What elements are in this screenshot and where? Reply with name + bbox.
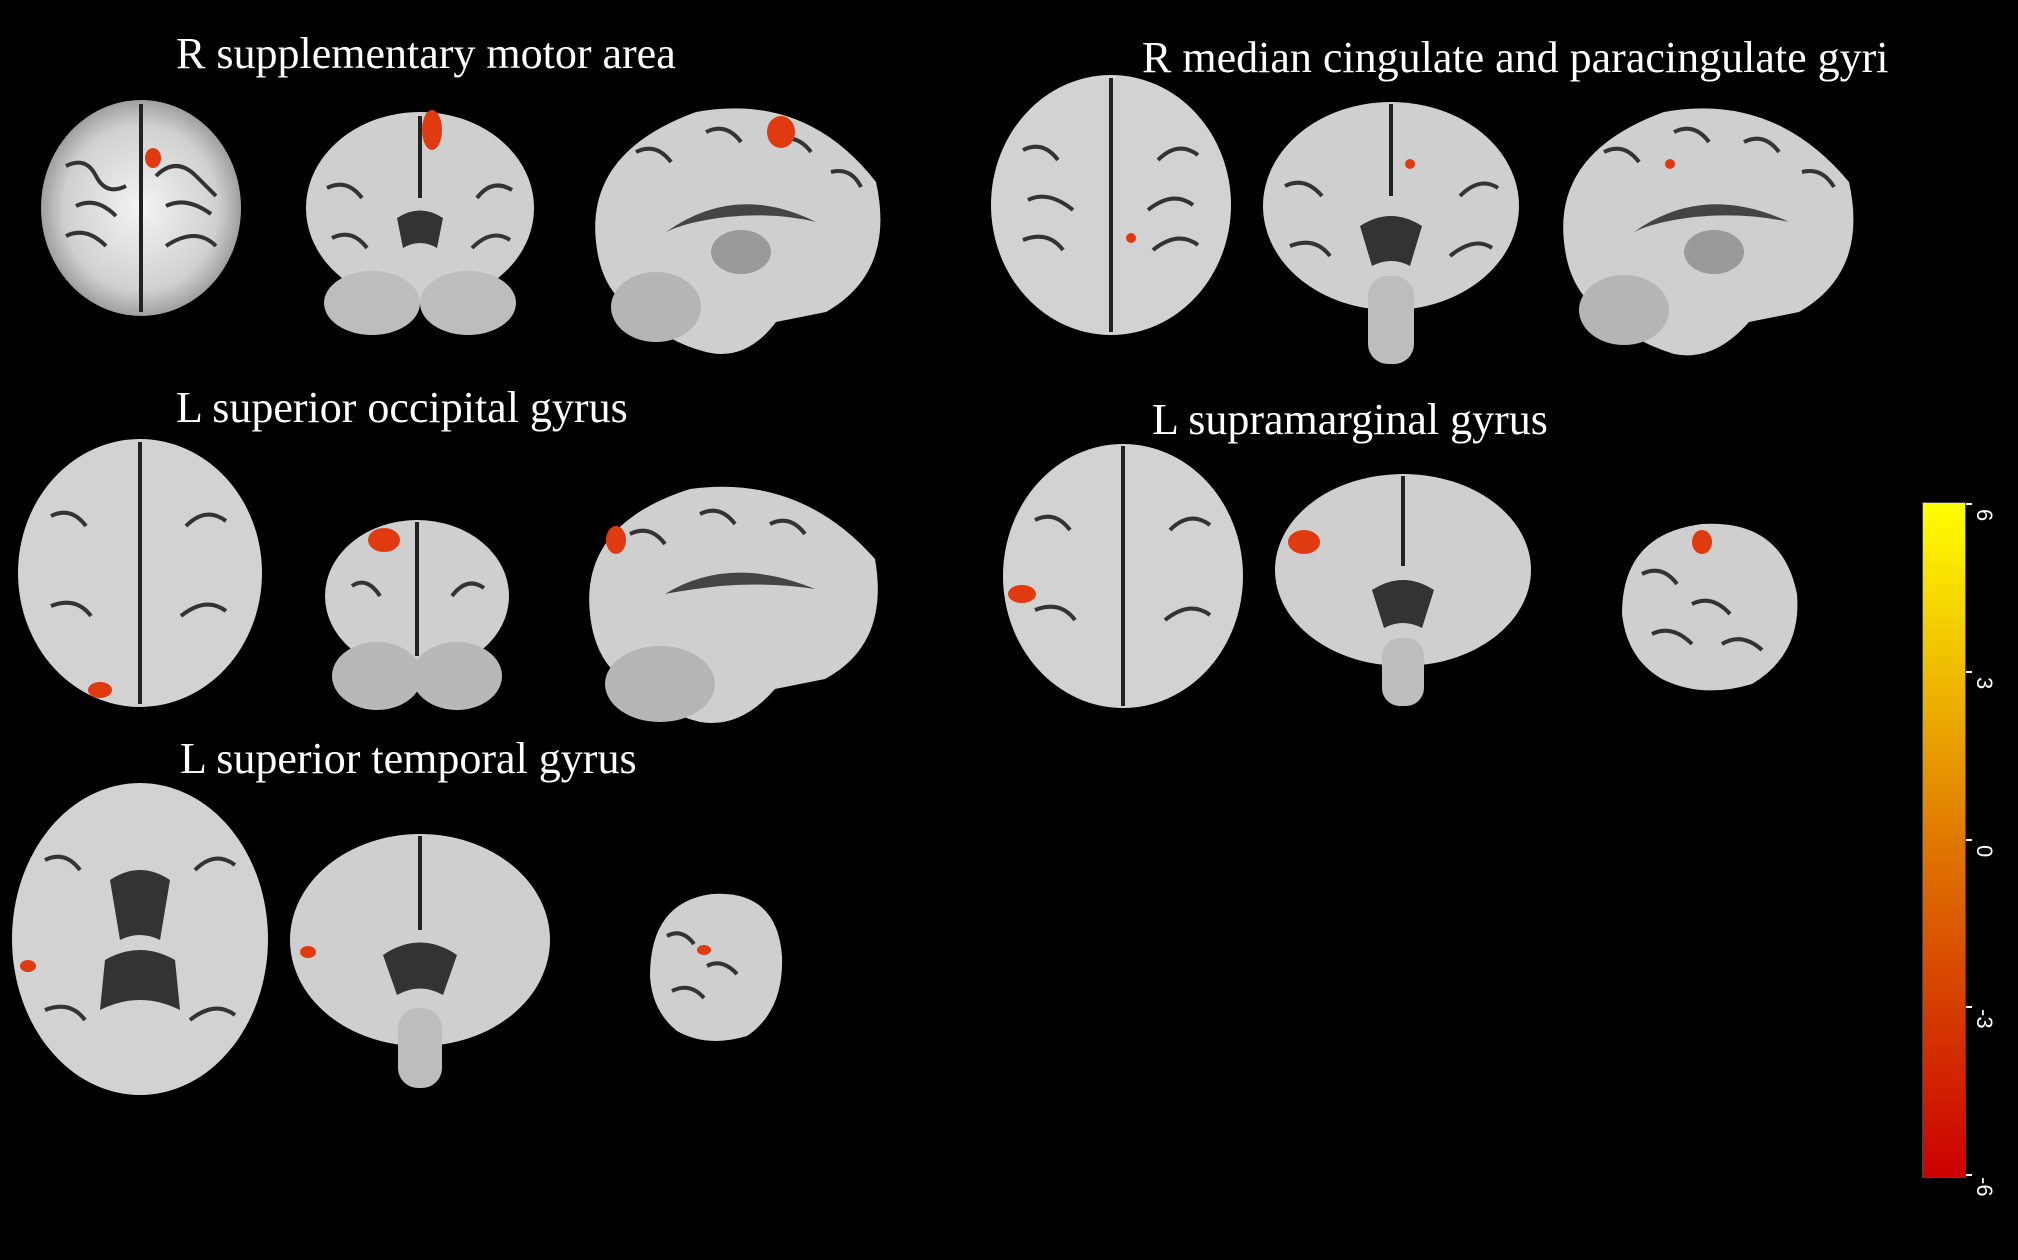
brain-axial-slice: [1000, 440, 1246, 712]
colorbar-tick-label: -3: [1972, 1009, 1997, 1029]
colorbar-tick-label: 3: [1972, 677, 1997, 690]
colorbar-tick: [1966, 1174, 1972, 1176]
brain-coronal-slice: [1272, 470, 1534, 710]
panel-title-stg: L superior temporal gyrus: [180, 734, 637, 783]
brain-axial-slice: [16, 436, 264, 710]
brain-lateral-slice: [642, 886, 788, 1046]
brain-coronal-slice: [302, 108, 538, 338]
brain-axial-slice: [988, 70, 1234, 340]
colorbar-tick-label: -6: [1972, 1177, 1997, 1197]
panel-title-smg: L supramarginal gyrus: [1152, 395, 1548, 444]
brain-coronal-slice: [322, 516, 512, 714]
colorbar-tick-label: 6: [1972, 509, 1997, 522]
panel-title-sog: L superior occipital gyrus: [176, 383, 628, 432]
colorbar-tick: [1966, 503, 1972, 505]
colorbar: [1922, 502, 1966, 1178]
brain-axial-slice: [36, 96, 246, 320]
brain-sagittal-slice: [1544, 92, 1870, 364]
colorbar-tick: [1966, 671, 1972, 673]
panel-title-sma: R supplementary motor area: [176, 29, 676, 78]
brain-sagittal-slice: [576, 92, 896, 362]
colorbar-tick: [1966, 839, 1972, 841]
brain-axial-slice: [10, 780, 270, 1098]
panel-title-mcg: R median cingulate and paracingulate gyr…: [1142, 33, 1889, 82]
brain-lateral-slice: [1612, 514, 1804, 696]
brain-coronal-slice: [288, 830, 552, 1092]
brain-sagittal-slice: [570, 474, 892, 730]
colorbar-tick-label: 0: [1972, 845, 1997, 858]
colorbar-tick: [1966, 1006, 1972, 1008]
brain-coronal-slice: [1260, 96, 1522, 368]
